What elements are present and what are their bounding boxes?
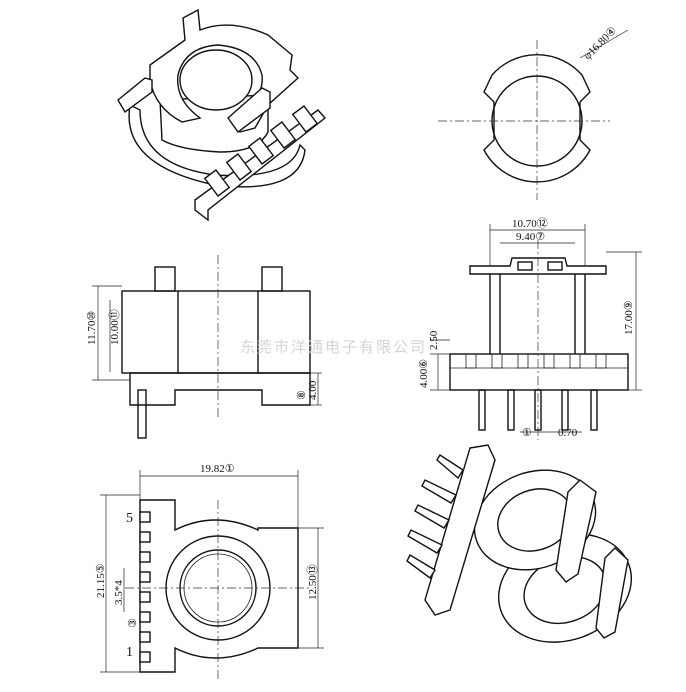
front-top-notch-right bbox=[547, 261, 563, 271]
iso2-pins bbox=[406, 454, 464, 580]
bottom-notch bbox=[139, 591, 151, 603]
iso2-pin bbox=[407, 529, 444, 554]
front-pin bbox=[507, 389, 515, 431]
front-base-slot bbox=[595, 353, 607, 369]
front-dim-pin-width: 0.70 bbox=[558, 427, 578, 439]
top-view-right: φ16.80④ bbox=[438, 25, 629, 200]
top-diameter-leader bbox=[579, 29, 629, 59]
bottom-dim-width-label: 19.82① bbox=[200, 463, 235, 475]
watermark-text: 东莞市洋通电子有限公司 bbox=[240, 338, 427, 356]
bottom-notch bbox=[139, 531, 151, 543]
iso2-pin bbox=[406, 554, 436, 580]
bottom-notch bbox=[139, 631, 151, 643]
bottom-notch bbox=[139, 571, 151, 583]
front-pin bbox=[561, 389, 569, 431]
side-dim-base-mark: ⑧ bbox=[296, 390, 308, 400]
iso-pin-block bbox=[247, 137, 275, 165]
front-dim-pin-dia: ① bbox=[522, 427, 532, 439]
iso2-pin-rail bbox=[424, 444, 496, 616]
isometric-view-top bbox=[117, 8, 327, 222]
iso-pin-block bbox=[203, 169, 231, 197]
bottom-dim-pitch-mark: ③ bbox=[127, 618, 139, 628]
bottom-dim-pitch-label: 3.5*4 bbox=[113, 580, 125, 605]
iso-pin-block bbox=[269, 121, 297, 149]
bottom-notch bbox=[139, 551, 151, 563]
front-top-flange bbox=[469, 257, 607, 275]
front-dim-height-label: 17.00⑨ bbox=[623, 300, 635, 335]
iso-pin-block bbox=[291, 105, 319, 133]
front-top-notch-left bbox=[517, 261, 533, 271]
iso-lower-flange bbox=[128, 103, 306, 188]
side-dim-base-label: 4.00 bbox=[307, 380, 319, 400]
front-pin bbox=[478, 389, 486, 431]
front-dim-inner-label: 9.40⑦ bbox=[516, 231, 545, 243]
bottom-pin-notches bbox=[139, 511, 151, 663]
side-pin bbox=[137, 389, 147, 439]
side-dim-outer-label: 11.70⑩ bbox=[86, 311, 98, 345]
bottom-pin-label-top: 5 bbox=[126, 511, 133, 526]
bottom-pin-label-bottom: 1 bbox=[126, 645, 133, 660]
iso-pin-blocks bbox=[203, 105, 319, 197]
front-dim-outer-label: 10.70⑫ bbox=[512, 217, 548, 230]
iso2-right-tab-bottom bbox=[595, 547, 629, 639]
bottom-view-left: 19.82① 21.15⑤ 3.5*4 ③ 5 1 12.50⑬ bbox=[95, 463, 324, 680]
iso-right-tab bbox=[227, 87, 271, 133]
front-base-slot bbox=[517, 353, 529, 369]
bottom-dim-height-label: 21.15⑤ bbox=[95, 563, 107, 598]
side-top-tab-left bbox=[154, 266, 176, 292]
iso-core-hole bbox=[179, 49, 253, 111]
bottom-notch bbox=[139, 611, 151, 623]
iso2-pin bbox=[421, 479, 458, 504]
iso2-right-tab-top bbox=[555, 479, 597, 583]
front-base-slots bbox=[465, 353, 607, 369]
front-pins bbox=[478, 389, 598, 431]
front-pin bbox=[590, 389, 598, 431]
front-base-slot bbox=[543, 353, 555, 369]
iso-left-tab bbox=[117, 77, 153, 114]
side-base bbox=[129, 372, 311, 406]
bottom-outline bbox=[139, 499, 299, 673]
bottom-notch bbox=[139, 511, 151, 523]
top-diameter-label: φ16.80④ bbox=[582, 25, 620, 63]
side-top-tab-right bbox=[261, 266, 283, 292]
top-outer-flange bbox=[483, 53, 591, 183]
bottom-notch bbox=[139, 651, 151, 663]
front-base-slot bbox=[491, 353, 503, 369]
front-view-right: 10.70⑫ 9.40⑦ 17.00⑨ 2.50 4.00⑥ ① 0.70 bbox=[418, 217, 642, 440]
front-base-slot bbox=[465, 353, 477, 369]
iso-pin-block bbox=[225, 153, 253, 181]
iso2-pin bbox=[414, 504, 451, 529]
front-base bbox=[449, 353, 629, 391]
side-body bbox=[121, 290, 311, 374]
side-dim-inner-label: 10.00⑪ bbox=[108, 309, 121, 345]
front-dim-base-label: 4.00⑥ bbox=[418, 359, 430, 388]
front-base-slot bbox=[569, 353, 581, 369]
bottom-dim-inner-label: 12.50⑬ bbox=[306, 564, 319, 600]
iso2-pin bbox=[436, 454, 464, 480]
front-dim-spacer-label: 2.50 bbox=[428, 330, 440, 350]
isometric-view-bottom bbox=[406, 444, 633, 643]
side-view-left: 11.70⑩ 10.00⑪ ⑧ 4.00 bbox=[86, 255, 322, 439]
